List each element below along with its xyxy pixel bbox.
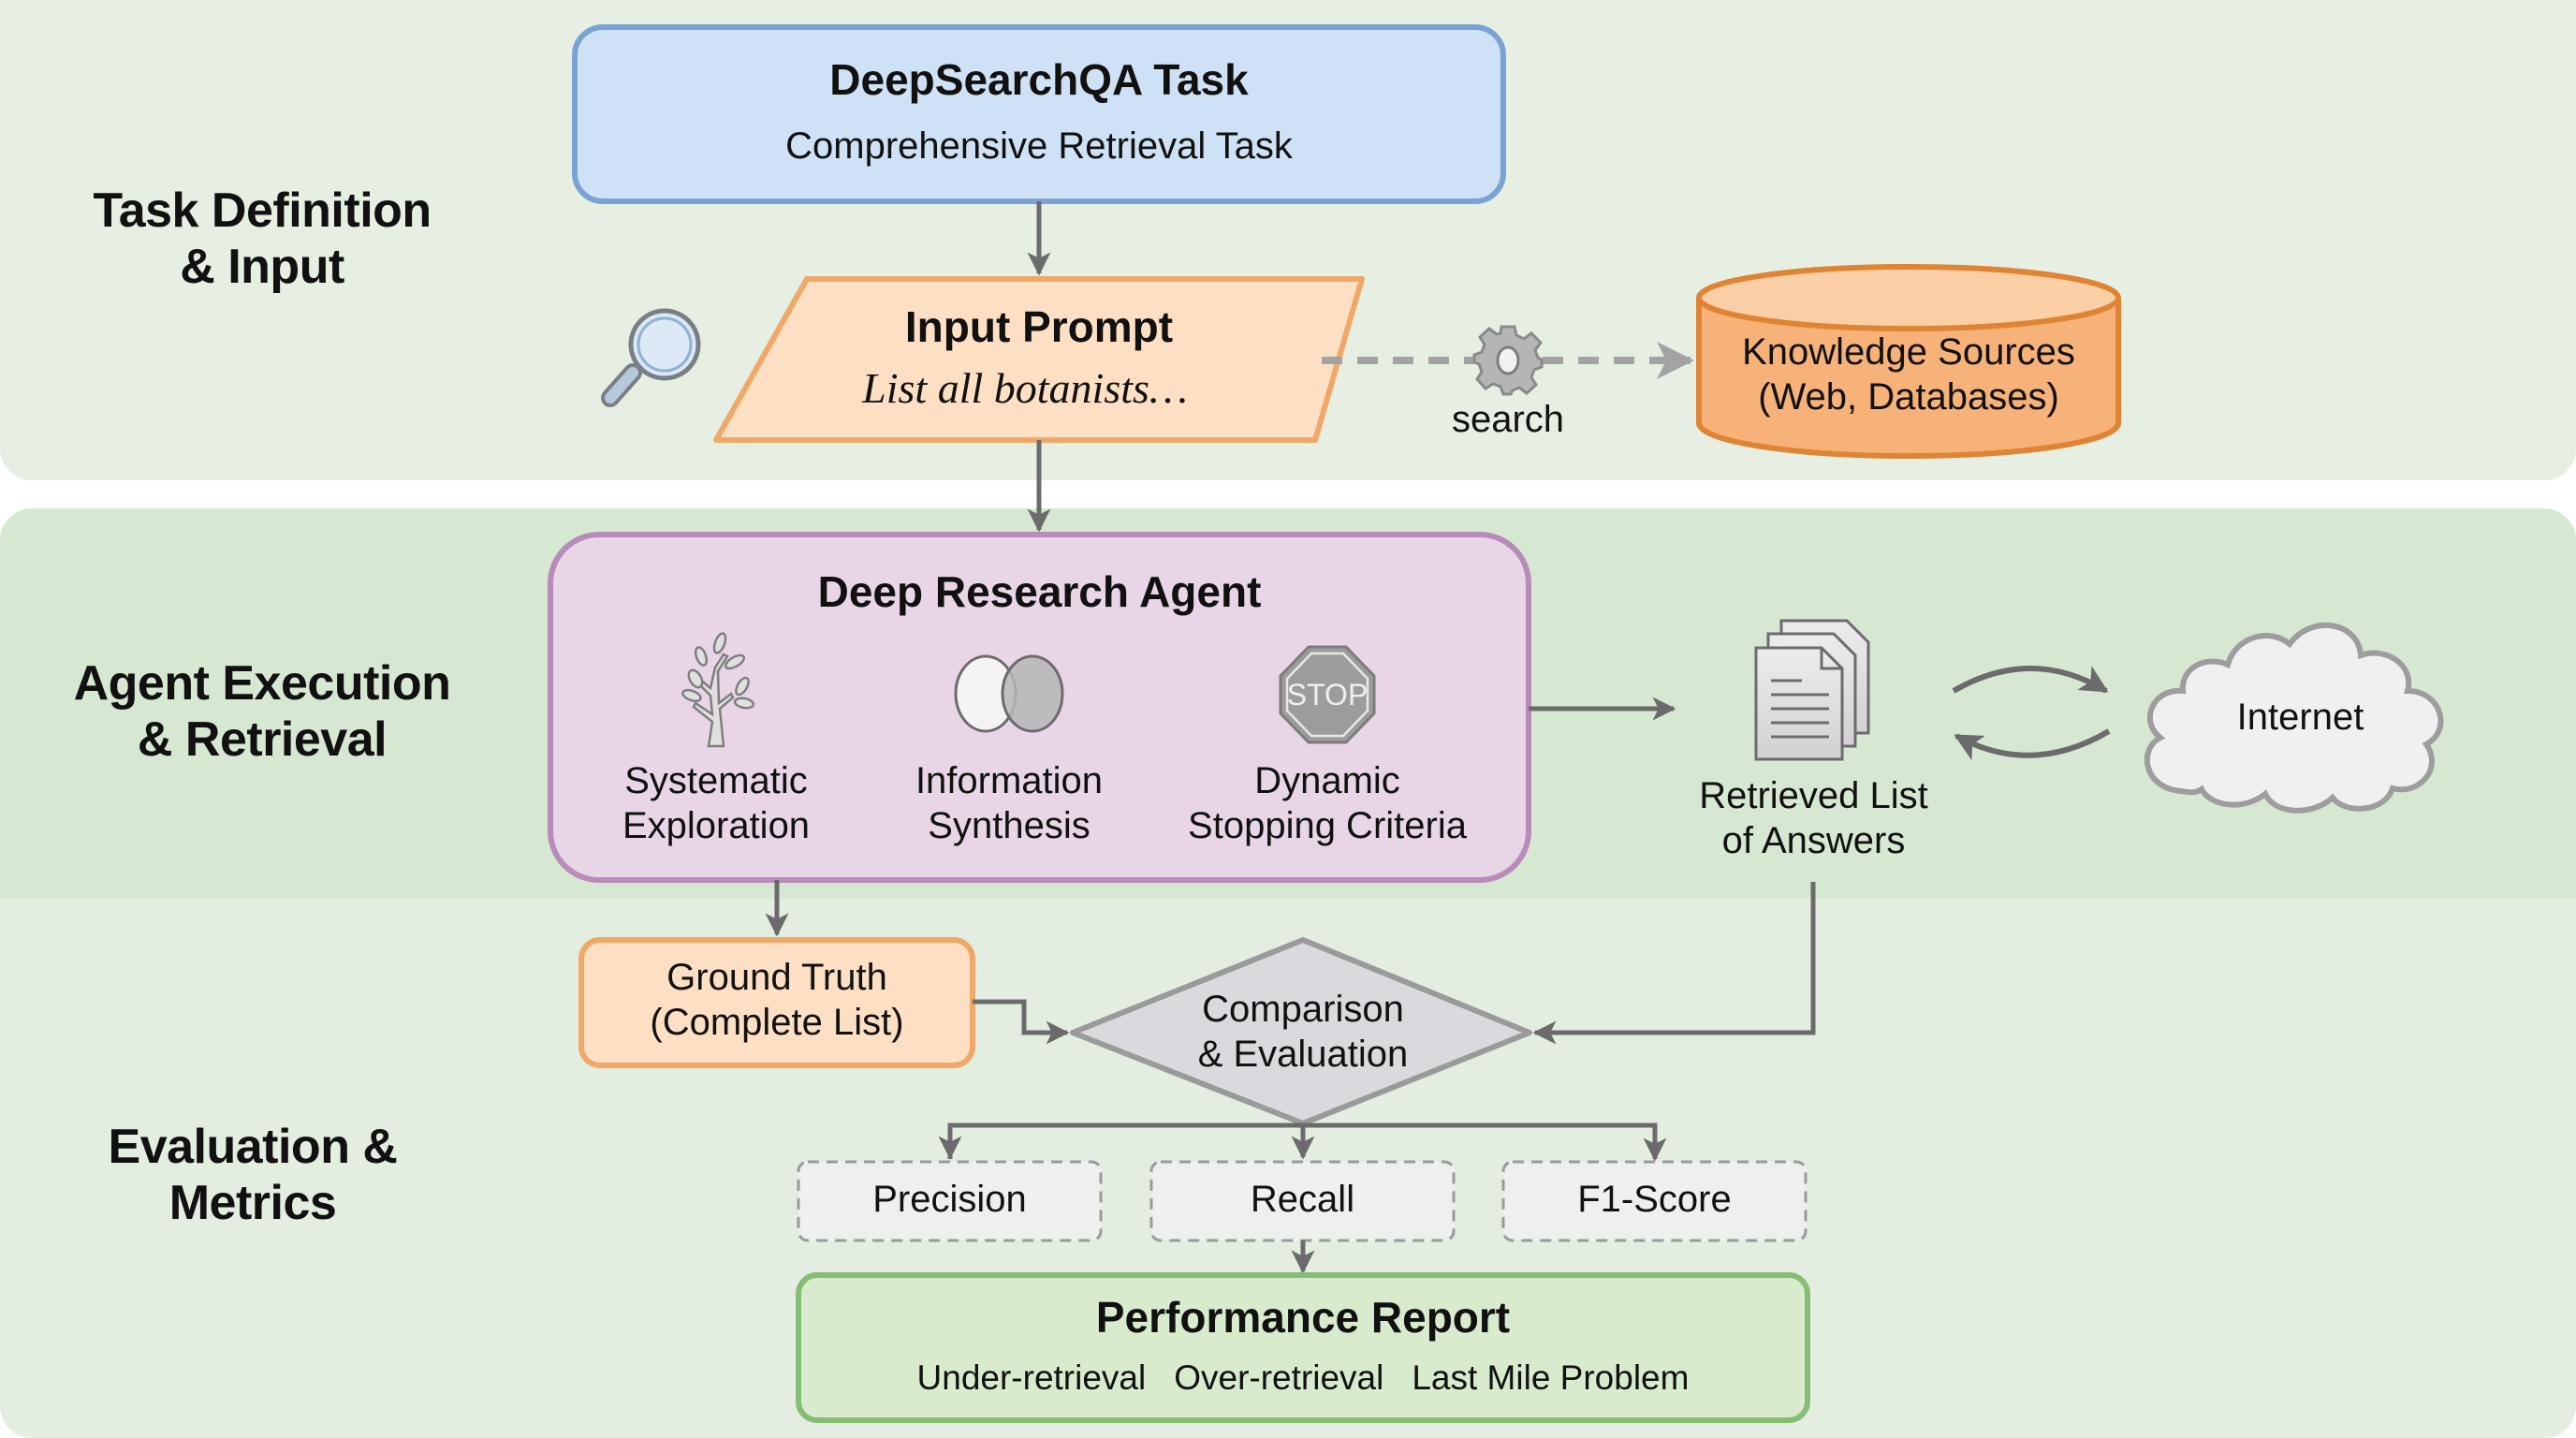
capability-line: Synthesis xyxy=(928,805,1090,846)
knowledge-sources-label: Knowledge Sources (Web, Databases) xyxy=(1699,330,2118,419)
task-subtitle: Comprehensive Retrieval Task xyxy=(785,125,1293,167)
metric-box-f1 xyxy=(1501,1160,1808,1242)
connector-ground-truth-to-comparison xyxy=(973,999,1070,1045)
section-label-evaluation: Evaluation & Metrics xyxy=(56,1119,449,1231)
capability-line: Exploration xyxy=(622,805,811,846)
internet-label: Internet xyxy=(2236,697,2364,738)
input-prompt-box xyxy=(713,276,1365,443)
retrieved-line: Retrieved List xyxy=(1699,775,1928,816)
capability-systematic-exploration: Systematic Exploration xyxy=(566,758,866,848)
metric-precision: Precision xyxy=(872,1179,1027,1220)
knowledge-sources-cylinder xyxy=(1696,264,2121,459)
connector-retrieved-to-comparison xyxy=(1532,882,1816,1045)
task-box xyxy=(572,24,1506,204)
report-item-last-mile: Last Mile Problem xyxy=(1412,1358,1690,1397)
retrieved-list-label: Retrieved List of Answers xyxy=(1657,773,1970,863)
capability-line: Dynamic xyxy=(1254,760,1400,801)
gear-icon xyxy=(1472,325,1544,396)
capability-information-synthesis: Information Synthesis xyxy=(859,758,1159,848)
capability-line: Information xyxy=(915,760,1104,801)
search-label: search xyxy=(1451,399,1565,440)
venn-diagram-icon xyxy=(954,654,1064,733)
capability-line: Systematic xyxy=(624,760,808,801)
documents-icon xyxy=(1754,619,1870,761)
magnifier-icon xyxy=(601,308,701,407)
stop-sign-text: STOP xyxy=(1287,678,1368,712)
arrow-from-internet xyxy=(1954,728,2111,761)
metric-recall: Recall xyxy=(1250,1179,1355,1220)
capability-line: Stopping Criteria xyxy=(1188,805,1467,846)
input-prompt-example: List all botanists… xyxy=(862,364,1188,412)
stop-sign-icon: STOP xyxy=(1279,645,1376,744)
comparison-label: Comparison & Evaluation xyxy=(1116,987,1490,1077)
connector-comparison-to-metrics xyxy=(938,1123,1667,1162)
arrow-to-internet xyxy=(1952,666,2109,694)
capability-dynamic-stopping: Dynamic Stopping Criteria xyxy=(1159,758,1496,848)
section-label-line: & Retrieval xyxy=(137,712,388,767)
section-label-line: Task Definition xyxy=(93,183,432,238)
input-prompt-title: Input Prompt xyxy=(904,302,1174,351)
metric-f1-score: F1-Score xyxy=(1577,1179,1732,1220)
metric-box-precision xyxy=(797,1160,1103,1242)
performance-report-title: Performance Report xyxy=(1095,1293,1511,1342)
section-label-task: Task Definition & Input xyxy=(56,183,468,295)
report-item-over-retrieval: Over-retrieval xyxy=(1174,1358,1384,1397)
section-label-line: Agent Execution xyxy=(73,656,451,711)
comparison-line: Comparison xyxy=(1202,989,1404,1030)
performance-report-box xyxy=(796,1272,1810,1423)
ground-truth-label: Ground Truth (Complete List) xyxy=(581,955,973,1045)
ground-truth-line: (Complete List) xyxy=(650,1002,904,1043)
retrieved-line: of Answers xyxy=(1721,820,1906,861)
section-label-line: Evaluation & xyxy=(108,1120,398,1174)
section-label-agent: Agent Execution & Retrieval xyxy=(47,655,477,768)
section-label-line: & Input xyxy=(180,240,344,294)
knowledge-sources-line: (Web, Databases) xyxy=(1758,376,2059,418)
report-item-under-retrieval: Under-retrieval xyxy=(916,1358,1147,1397)
section-label-line: Metrics xyxy=(168,1176,337,1230)
comparison-line: & Evaluation xyxy=(1197,1034,1409,1075)
ground-truth-line: Ground Truth xyxy=(666,957,887,998)
task-title: DeepSearchQA Task xyxy=(829,55,1249,104)
tree-icon xyxy=(681,632,755,748)
knowledge-sources-line: Knowledge Sources xyxy=(1742,331,2075,373)
cloud-icon xyxy=(2144,622,2444,814)
agent-title: Deep Research Agent xyxy=(817,567,1262,616)
performance-report-items: Under-retrieval Over-retrieval Last Mile… xyxy=(798,1358,1808,1398)
